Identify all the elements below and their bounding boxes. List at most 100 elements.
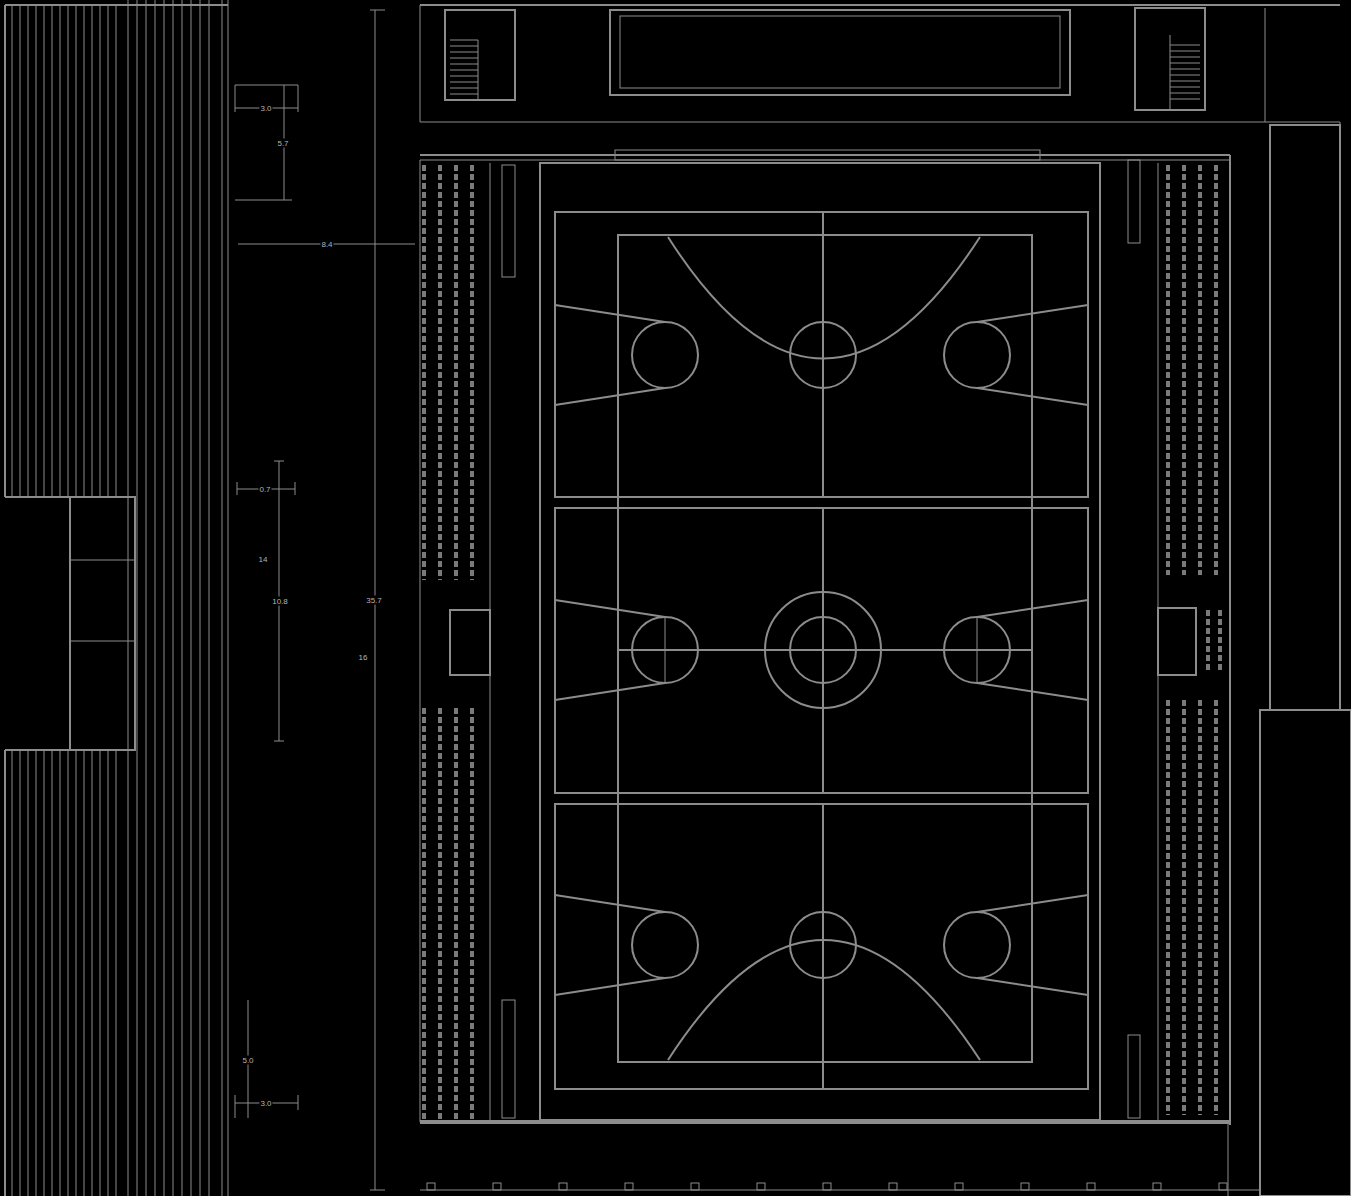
wall-line: [420, 1190, 1260, 1191]
stair-tread: [450, 76, 478, 77]
key-line: [977, 895, 1088, 912]
seat-row: [438, 165, 442, 580]
dimension-label: 5.7: [276, 139, 289, 148]
three-point-arc: [668, 237, 980, 359]
wall-line: [5, 4, 228, 6]
court-outline: [618, 235, 1032, 1062]
seat-row: [1198, 165, 1202, 575]
roof-stripe: [20, 750, 21, 1196]
stair-tread: [450, 40, 478, 41]
roof-stripe: [200, 0, 201, 1196]
wall-line: [420, 5, 421, 122]
seat-row: [1166, 700, 1170, 1115]
court-line: [618, 649, 1032, 651]
facade-post: [1153, 1183, 1161, 1190]
roof-stripe: [191, 0, 192, 1196]
stair-tread: [450, 46, 478, 47]
seat-row: [422, 165, 426, 580]
stair-tread: [450, 64, 478, 65]
dimension-label: 3.0: [259, 104, 272, 113]
courts: [555, 212, 1088, 1089]
stair: [1135, 8, 1205, 110]
dimension-label: 0.7: [258, 485, 271, 494]
bench-box: [502, 165, 515, 277]
dimension-line: [274, 741, 284, 742]
wall-line: [1340, 122, 1341, 710]
roof-stripe: [12, 5, 13, 497]
facade-post: [625, 1183, 633, 1190]
dimension-line: [298, 1095, 299, 1110]
vomitory: [1158, 608, 1196, 675]
key-line: [555, 895, 665, 912]
key-line: [977, 388, 1088, 405]
facade-post: [955, 1183, 963, 1190]
stair-rail: [478, 40, 479, 100]
key-line: [555, 600, 665, 617]
bench-box: [1128, 160, 1140, 243]
roof-stripe: [76, 5, 77, 497]
seat-row: [1182, 700, 1186, 1115]
wall-line: [222, 0, 223, 1196]
stair-tread: [450, 94, 478, 95]
three-point-arc: [668, 940, 980, 1060]
stair-tread: [450, 82, 478, 83]
key-line: [977, 978, 1088, 995]
facade-post: [559, 1183, 567, 1190]
roof-stripe: [36, 750, 37, 1196]
stair-tread: [1170, 81, 1200, 82]
facade-post: [1087, 1183, 1095, 1190]
free-throw-circle: [944, 322, 1010, 388]
dimension-label: 14: [258, 555, 269, 564]
stair-rail: [1170, 35, 1171, 110]
seat-row: [438, 708, 442, 1120]
stair-tread: [450, 88, 478, 89]
facade-post: [757, 1183, 765, 1190]
roof-stripe: [20, 5, 21, 497]
stair: [445, 10, 515, 100]
court-line: [822, 212, 824, 497]
court-outline: [555, 804, 1088, 1089]
dimension-label: 5.0: [241, 1056, 254, 1065]
roof-stripe: [100, 750, 101, 1196]
roof-stripe: [60, 750, 61, 1196]
roof-stripe: [28, 750, 29, 1196]
arena-floor: [540, 163, 1100, 1120]
seat-row: [1182, 165, 1186, 575]
dimension-lines: [235, 10, 415, 1190]
side-block: [1270, 125, 1340, 710]
facade-post: [823, 1183, 831, 1190]
seat-row: [1166, 165, 1170, 575]
roof-stripe: [128, 0, 129, 1196]
key-line: [555, 683, 665, 700]
seat-row: [1218, 610, 1222, 672]
wall-line: [1260, 1122, 1261, 1196]
stair-tread: [1170, 87, 1200, 88]
stair-tread: [450, 58, 478, 59]
roof-stripe: [116, 750, 117, 1196]
roof-stripe: [155, 0, 156, 1196]
roof-stripe: [108, 750, 109, 1196]
bench-box: [502, 1000, 515, 1118]
stage-box: [620, 16, 1060, 88]
key-line: [555, 388, 665, 405]
roof-stripe: [209, 0, 210, 1196]
court-line: [822, 804, 824, 1089]
wall-line: [4, 5, 6, 497]
dimension-label: 35.7: [365, 596, 383, 605]
dimension-label: 16: [358, 653, 369, 662]
facade-post: [493, 1183, 501, 1190]
roof-stripe: [52, 750, 53, 1196]
roof-stripe: [100, 5, 101, 497]
roof-stripe: [108, 5, 109, 497]
wall-line: [420, 4, 1340, 6]
stair-tread: [1170, 93, 1200, 94]
wall-line: [1265, 8, 1266, 122]
key-line: [555, 305, 665, 322]
left-wing: [5, 0, 228, 1196]
dimension-line: [235, 200, 292, 201]
seat-row: [422, 708, 426, 1120]
facade-post: [1219, 1183, 1227, 1190]
wall-line: [420, 154, 1230, 156]
